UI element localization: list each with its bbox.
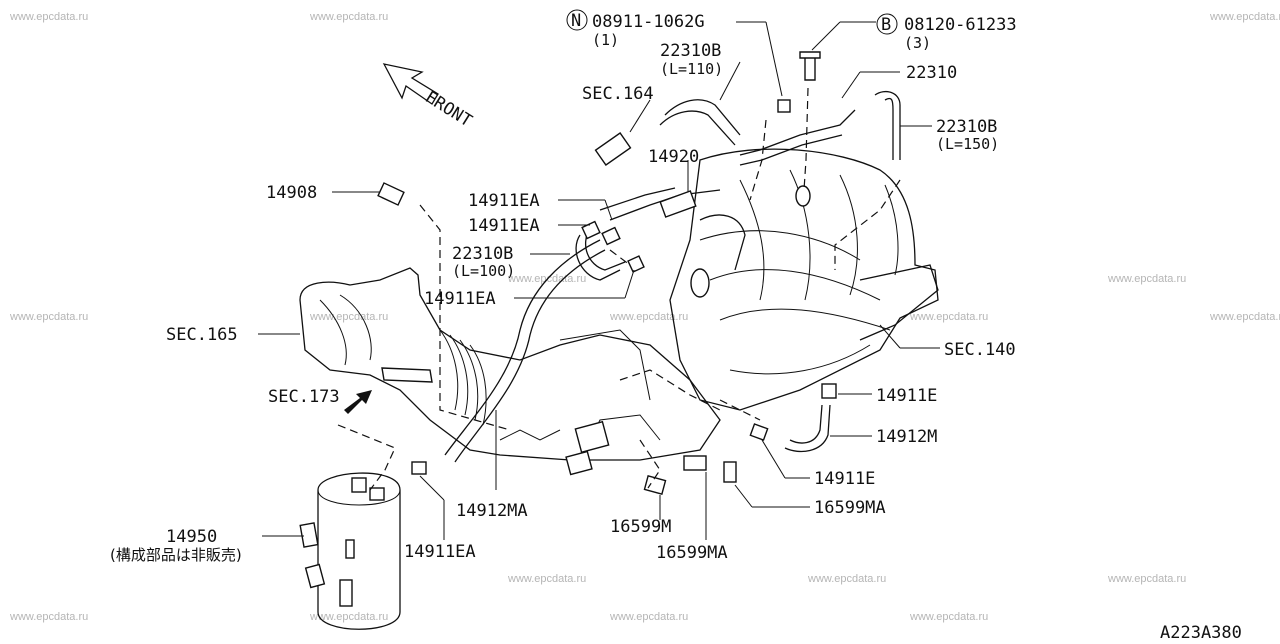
label-14911ea-3: 14911EA xyxy=(424,289,496,309)
label-14912m: 14912M xyxy=(876,427,937,447)
evap-canister xyxy=(299,472,401,630)
label-sec164: SEC.164 xyxy=(582,84,654,104)
watermark: www.epcdata.ru xyxy=(9,11,88,23)
b-symbol-circle xyxy=(876,13,898,35)
label-14950: 14950 xyxy=(166,527,217,547)
b-symbol: B xyxy=(881,15,891,35)
watermark: www.epcdata.ru xyxy=(609,611,688,623)
watermark: www.epcdata.ru xyxy=(909,311,988,323)
intake-manifold xyxy=(669,148,939,411)
watermark: www.epcdata.ru xyxy=(1107,573,1186,585)
watermark: www.epcdata.ru xyxy=(807,573,886,585)
watermark: www.epcdata.ru xyxy=(309,611,388,623)
label-14908: 14908 xyxy=(266,183,317,203)
label-14911ea-1: 14911EA xyxy=(468,191,540,211)
label-22310b-left: 22310B xyxy=(452,244,513,264)
label-16599m: 16599M xyxy=(610,517,671,537)
label-sec173: SEC.173 xyxy=(268,387,340,407)
label-08120-61233: 08120-61233 xyxy=(904,15,1017,35)
watermark: www.epcdata.ru xyxy=(1209,11,1280,23)
watermark: www.epcdata.ru xyxy=(609,311,688,323)
label-08911-1062g: 08911-1062G xyxy=(592,12,705,32)
label-14911ea-4: 14911EA xyxy=(404,542,476,562)
front-arrow-icon xyxy=(382,63,439,105)
label-22310: 22310 xyxy=(906,63,957,83)
watermark: www.epcdata.ru xyxy=(309,11,388,23)
label-22310b-right-length: (L=150) xyxy=(936,135,999,153)
label-22310b-right: 22310B xyxy=(936,117,997,137)
label-14920: 14920 xyxy=(648,147,699,167)
dashed-guides xyxy=(337,87,901,491)
label-08911-qty: (1) xyxy=(592,31,619,49)
watermark: www.epcdata.ru xyxy=(507,573,586,585)
label-16599ma-2: 16599MA xyxy=(656,543,728,563)
label-14911e-1: 14911E xyxy=(876,386,937,406)
diagram-id: A223A380 xyxy=(1160,623,1242,640)
watermark: www.epcdata.ru xyxy=(9,611,88,623)
label-14950-note: (構成部品は非販売) xyxy=(110,546,242,564)
label-sec165: SEC.165 xyxy=(166,325,238,345)
label-22310b-left-length: (L=100) xyxy=(452,262,515,280)
front-arrow: FRONT xyxy=(382,63,475,131)
air-intake-assembly xyxy=(299,267,721,476)
label-sec140: SEC.140 xyxy=(944,340,1016,360)
watermark: www.epcdata.ru xyxy=(909,611,988,623)
n-symbol: N xyxy=(571,11,581,31)
watermark: www.epcdata.ru xyxy=(9,311,88,323)
watermark: www.epcdata.ru xyxy=(1107,273,1186,285)
leader-lines xyxy=(258,21,940,540)
label-16599ma-1: 16599MA xyxy=(814,498,886,518)
front-label: FRONT xyxy=(421,87,475,131)
label-14911ea-2: 14911EA xyxy=(468,216,540,236)
watermark: www.epcdata.ru xyxy=(309,311,388,323)
label-22310b-top-length: (L=110) xyxy=(660,60,723,78)
small-components xyxy=(377,51,856,495)
part-labels: N 08911-1062G (1) B 08120-61233 (3) 2231… xyxy=(110,9,1242,643)
watermark: www.epcdata.ru xyxy=(1209,311,1280,323)
label-22310b-top: 22310B xyxy=(660,41,721,61)
label-14911e-2: 14911E xyxy=(814,469,875,489)
label-08120-qty: (3) xyxy=(904,34,931,52)
sec173-arrow-icon xyxy=(344,390,372,414)
label-14912ma: 14912MA xyxy=(456,501,528,521)
n-symbol-circle xyxy=(566,9,588,31)
